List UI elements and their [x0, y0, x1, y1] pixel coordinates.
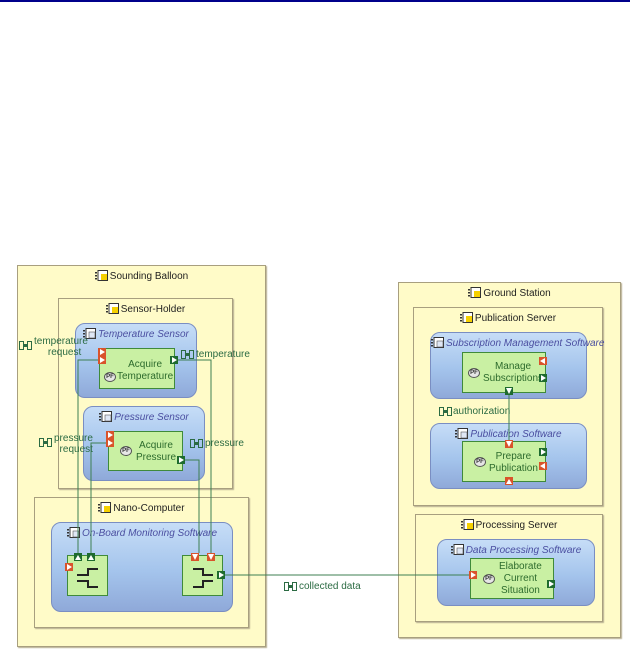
in-port[interactable] [539, 357, 547, 365]
node-title-label: Processing Server [475, 520, 558, 531]
function-manage-subscriptions[interactable]: PF Manage Subscriptions [462, 352, 546, 393]
in-port[interactable] [65, 563, 73, 571]
out-port[interactable] [539, 374, 547, 382]
in-port[interactable] [74, 553, 82, 561]
component-title-label: Pressure Sensor [114, 412, 189, 423]
out-port[interactable] [539, 448, 547, 456]
split-icon [193, 568, 213, 588]
node-title-label: Sensor-Holder [120, 304, 186, 315]
exchange-label-temperature-request[interactable]: temperature request [34, 336, 88, 358]
exchange-label-authorization[interactable]: authorization [453, 406, 511, 417]
in-port[interactable] [207, 553, 215, 561]
exchange-label-pressure[interactable]: pressure [205, 438, 244, 449]
out-port[interactable] [177, 456, 185, 464]
exchange-item-icon [19, 341, 32, 353]
component-title-label: Subscription Management Software [446, 338, 605, 349]
physical-node-icon [94, 270, 108, 284]
exchange-item-icon [439, 407, 452, 419]
exchange-label-pressure-request[interactable]: pressure request [54, 433, 93, 455]
component-title-label: Data Processing Software [465, 545, 582, 556]
behavior-component-icon [450, 544, 464, 558]
in-port[interactable] [98, 356, 106, 364]
component-title-label: Temperature Sensor [98, 329, 189, 340]
behavior-component-icon [431, 337, 444, 351]
pf-badge-icon: PF [483, 574, 495, 584]
exchange-item-icon [39, 438, 52, 450]
node-title-label: Nano-Computer [113, 503, 185, 514]
exchange-item-icon [190, 439, 203, 451]
function-acquire-temperature[interactable]: PF Acquire Temperature [99, 348, 175, 389]
behavior-component-icon [99, 411, 113, 425]
out-port[interactable] [217, 571, 225, 579]
out-port[interactable] [505, 387, 513, 395]
exchange-item-icon [181, 350, 194, 362]
in-port[interactable] [87, 553, 95, 561]
node-title-label: Sounding Balloon [109, 271, 189, 282]
gather-icon [77, 568, 98, 588]
behavior-component-icon [66, 527, 80, 541]
physical-node-icon [105, 303, 119, 317]
exchange-label-collected-data[interactable]: collected data [299, 581, 361, 592]
in-port[interactable] [98, 348, 106, 356]
in-port[interactable] [469, 571, 477, 579]
exchange-item-icon [284, 582, 297, 594]
function-label: Elaborate Current Situation [499, 561, 542, 596]
behavior-component-icon [455, 428, 469, 442]
in-port[interactable] [505, 477, 513, 485]
in-port[interactable] [106, 431, 114, 439]
in-port[interactable] [191, 553, 199, 561]
behavior-component-icon [83, 328, 97, 342]
component-title-label: Publication Software [470, 429, 562, 440]
component-title-label: On-Board Monitoring Software [81, 528, 218, 539]
in-port[interactable] [106, 439, 114, 447]
function-prepare-publication[interactable]: PF Prepare Publication [462, 441, 546, 482]
in-port[interactable] [539, 462, 547, 470]
window-top-border [0, 0, 630, 2]
physical-node-icon [98, 502, 112, 516]
function-acquire-pressure[interactable]: PF Acquire Pressure [108, 431, 183, 471]
physical-node-icon [460, 519, 474, 533]
node-title-label: Publication Server [474, 313, 557, 324]
pf-badge-icon: PF [474, 457, 486, 467]
pf-badge-icon: PF [104, 372, 116, 382]
out-port[interactable] [170, 356, 178, 364]
physical-node-icon [459, 312, 473, 326]
in-port[interactable] [505, 440, 513, 448]
function-elaborate-current-situation[interactable]: PF Elaborate Current Situation [470, 558, 554, 599]
exchange-label-temperature[interactable]: temperature [196, 349, 250, 360]
function-label: Prepare Publication [489, 451, 538, 474]
node-title-label: Ground Station [483, 288, 551, 299]
out-port[interactable] [547, 580, 555, 588]
function-split[interactable] [182, 555, 223, 596]
function-label: Acquire Temperature [117, 359, 174, 382]
physical-node-icon [468, 287, 482, 301]
function-label: Manage Subscriptions [483, 361, 544, 384]
function-label: Acquire Pressure [136, 440, 177, 463]
function-gather[interactable] [67, 555, 108, 596]
pf-badge-icon: PF [120, 446, 132, 456]
pf-badge-icon: PF [468, 368, 480, 378]
